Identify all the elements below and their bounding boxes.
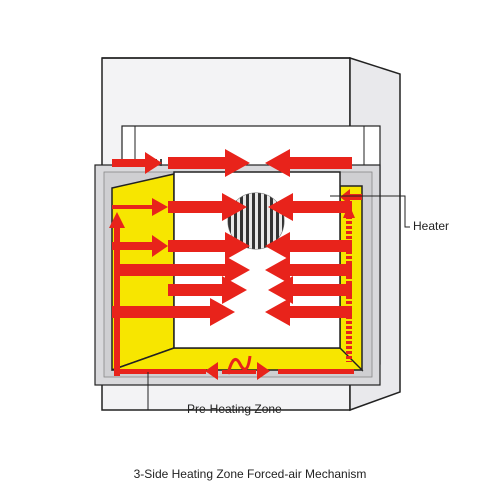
airflow-arrow [168,232,250,260]
airflow-arrows [112,149,352,326]
airflow-arrow [168,193,247,221]
airflow-arrow [265,298,352,326]
airflow-arrow [268,276,352,304]
airflow-arrow [268,193,352,221]
pre-heating-zone-label: Pre-Heating Zone [187,402,282,416]
diagram-caption: 3-Side Heating Zone Forced-air Mechanism [133,467,367,481]
airflow-arrow [112,298,235,326]
airflow-arrow [265,232,352,260]
airflow-arrow [120,256,250,284]
heater-label: Heater [413,219,450,233]
airflow-arrow [112,152,162,174]
airflow-arrow [265,256,352,284]
pre-heating-circulation [109,189,362,380]
airflow-arrow [168,149,250,177]
leader-lines [147,195,410,411]
airflow-arrow [168,276,247,304]
airflow-arrow [112,198,168,216]
airflow-arrow [112,235,168,257]
airflow-arrow [265,149,352,177]
